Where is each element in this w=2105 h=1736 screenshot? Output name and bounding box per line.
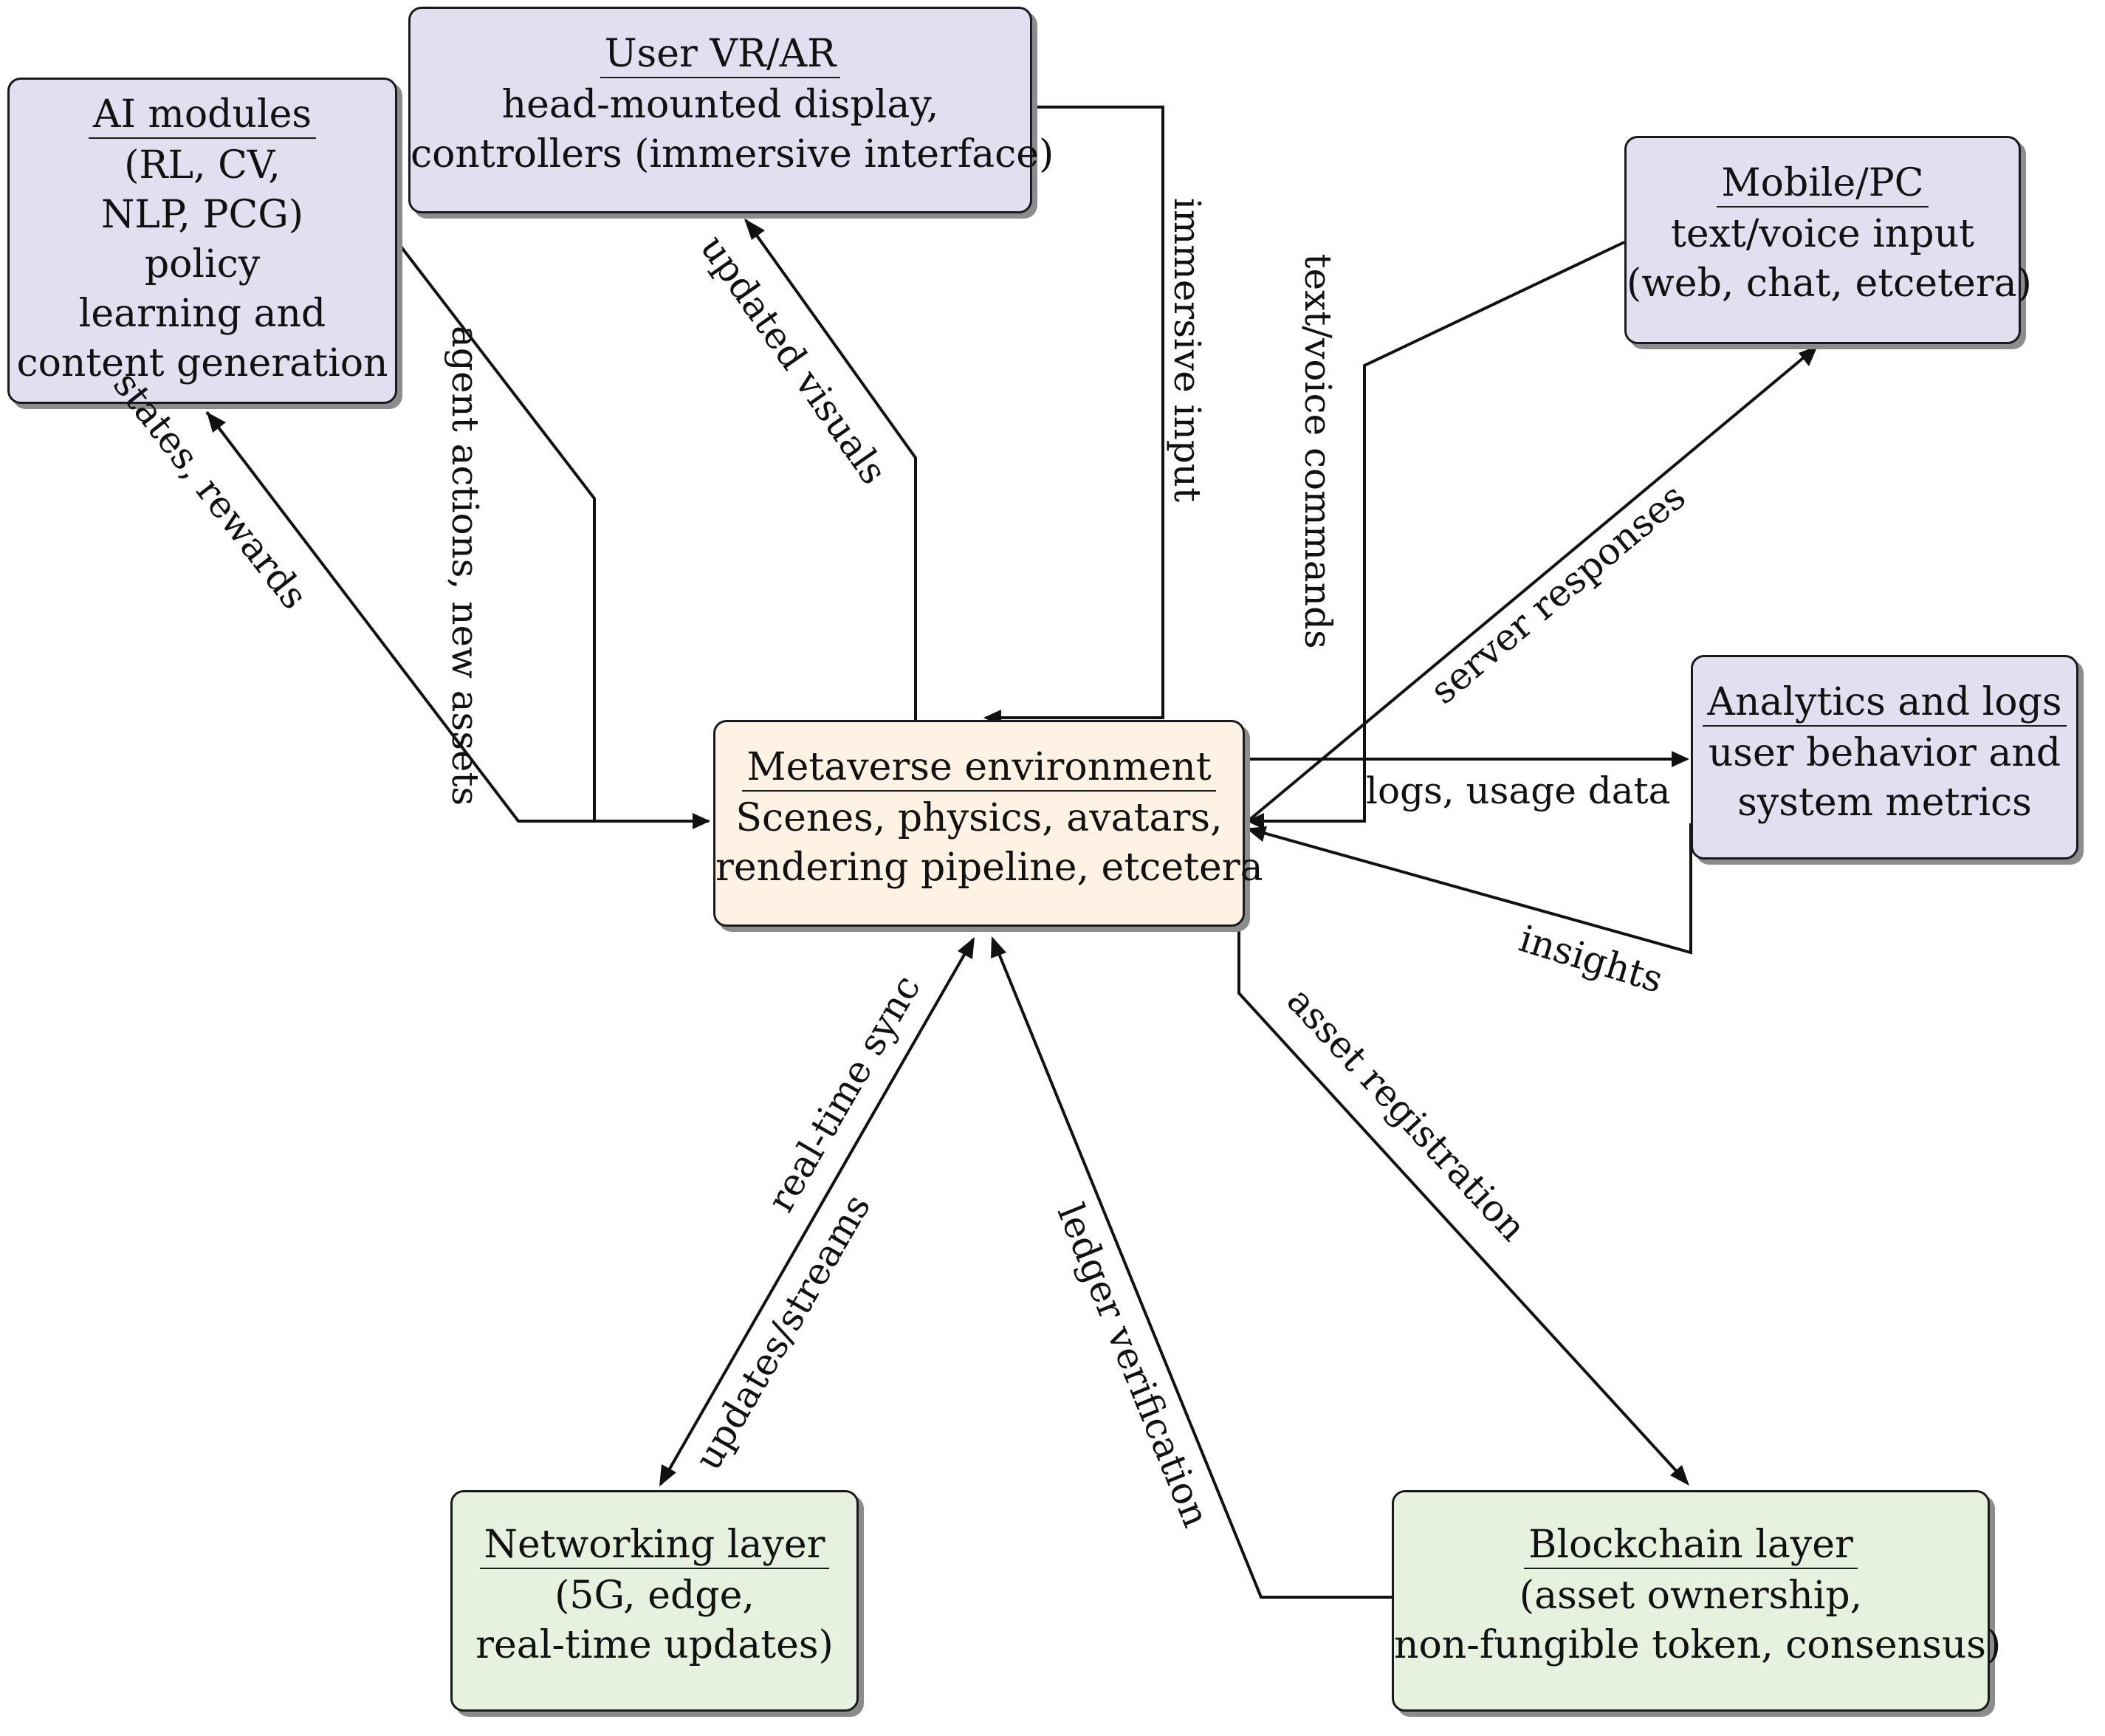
edge-asset-registration: [1237, 927, 1689, 1484]
user-vr-ar-line: head-mounted display,: [501, 83, 939, 127]
ai-modules-line: (RL, CV,: [124, 143, 281, 188]
edge-updated-visuals: [744, 219, 917, 720]
arrowhead-metaverse-in-agent: [693, 813, 710, 829]
arrowhead-ai-in: [207, 412, 226, 433]
mobile-pc-box: Mobile/PC text/voice input (web, chat, e…: [1624, 136, 2032, 344]
networking-layer-line: real-time updates): [475, 1623, 834, 1667]
analytics-logs-line: user behavior and: [1708, 731, 2061, 775]
blockchain-layer-line: (asset ownership,: [1519, 1574, 1863, 1618]
metaverse-environment-line: rendering pipeline, etcetera: [715, 845, 1263, 890]
edge-ledger-verification: [992, 939, 1392, 1599]
arrowhead-mobile-in: [1799, 346, 1818, 366]
edge-label-immersive-input: immersive input: [1166, 197, 1209, 503]
blockchain-layer-title: Blockchain layer: [1524, 1522, 1858, 1569]
arrowhead-analytics-in: [1672, 751, 1689, 767]
ai-modules-line: content generation: [16, 341, 388, 385]
edge-server-responses: [1246, 346, 1818, 823]
ai-modules-box: AI modules (RL, CV, NLP, PCG) policy lea…: [7, 78, 397, 404]
networking-layer-box: Networking layer (5G, edge, real-time up…: [450, 1490, 859, 1712]
edge-realtime-sync: [659, 939, 975, 1485]
blockchain-layer-line: non-fungible token, consensus): [1394, 1623, 2002, 1667]
analytics-logs-line: system metrics: [1737, 780, 2032, 825]
ai-modules-line: NLP, PCG): [100, 193, 304, 237]
edge-insights: [1247, 823, 1692, 955]
arrowhead-blockchain-in: [1670, 1465, 1689, 1486]
arrowhead-metaverse-in-insights: [1246, 826, 1267, 842]
user-vr-ar-title: User VR/AR: [600, 31, 841, 78]
analytics-logs-title: Analytics and logs: [1703, 679, 2067, 727]
arrowhead-vr-in: [744, 219, 765, 240]
ai-modules-line: learning and: [78, 292, 326, 336]
user-vr-ar-box: User VR/AR head-mounted display, control…: [408, 7, 1054, 213]
metaverse-environment-title: Metaverse environment: [742, 744, 1216, 792]
edge-label-agent-actions: agent actions, new assets: [444, 326, 487, 806]
mobile-pc-title: Mobile/PC: [1717, 160, 1929, 207]
metaverse-environment-box: Metaverse environment Scenes, physics, a…: [713, 720, 1263, 927]
ai-modules-line: policy: [144, 242, 261, 287]
edge-agent-actions: [397, 242, 709, 823]
arrowhead-metaverse-in-text: [1246, 813, 1264, 829]
networking-layer-line: (5G, edge,: [554, 1574, 755, 1618]
blockchain-layer-box: Blockchain layer (asset ownership, non-f…: [1392, 1490, 2002, 1712]
metaverse-environment-line: Scenes, physics, avatars,: [735, 796, 1223, 840]
arrowhead-networking-in: [659, 1464, 676, 1486]
edge-text-voice: [1248, 241, 1625, 823]
arrowhead-metaverse-in-ledger: [991, 936, 1006, 958]
edge-label-logs-usage: logs, usage data: [1366, 769, 1671, 812]
user-vr-ar-line: controllers (immersive interface): [411, 132, 1054, 176]
ai-modules-title: AI modules: [88, 92, 317, 139]
edge-immersive-input: [986, 106, 1164, 719]
arrowhead-metaverse-in-sync: [958, 937, 975, 959]
mobile-pc-line: text/voice input: [1671, 212, 1974, 256]
analytics-logs-box: Analytics and logs user behavior and sys…: [1691, 655, 2078, 860]
edge-label-text-voice: text/voice commands: [1297, 253, 1339, 649]
edge-states-rewards: [205, 411, 594, 823]
networking-layer-title: Networking layer: [479, 1522, 830, 1569]
mobile-pc-line: (web, chat, etcetera): [1627, 261, 2032, 306]
